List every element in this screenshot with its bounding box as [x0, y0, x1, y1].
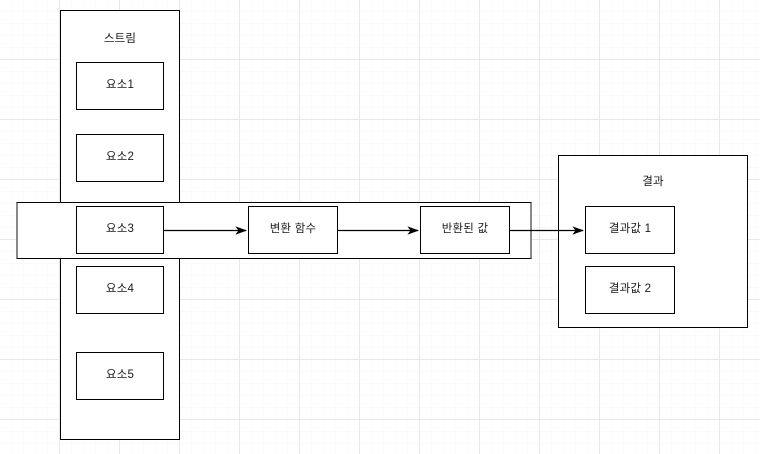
result-value-1-label: 결과값 1 — [608, 223, 652, 236]
result-value-1[interactable]: 결과값 1 — [585, 206, 675, 254]
stream-element-3[interactable]: 요소3 — [76, 206, 164, 254]
result-title: 결과 — [642, 176, 664, 188]
result-value-2[interactable]: 결과값 2 — [585, 266, 675, 314]
stream-element-1-label: 요소1 — [105, 79, 135, 92]
stream-element-4-label: 요소4 — [105, 283, 135, 296]
stream-element-4[interactable]: 요소4 — [76, 266, 164, 314]
transform-function-node[interactable]: 변환 함수 — [248, 206, 338, 254]
stream-element-3-label: 요소3 — [105, 223, 135, 236]
returned-value-label: 반환된 값 — [441, 223, 489, 236]
stream-element-5[interactable]: 요소5 — [76, 352, 164, 400]
result-value-2-label: 결과값 2 — [608, 283, 652, 296]
stream-element-5-label: 요소5 — [105, 369, 135, 382]
stream-element-2-label: 요소2 — [105, 151, 135, 164]
returned-value-node[interactable]: 반환된 값 — [420, 206, 510, 254]
transform-function-label: 변환 함수 — [269, 223, 317, 236]
stream-element-2[interactable]: 요소2 — [76, 134, 164, 182]
stream-title: 스트림 — [103, 33, 137, 45]
stream-element-1[interactable]: 요소1 — [76, 62, 164, 110]
